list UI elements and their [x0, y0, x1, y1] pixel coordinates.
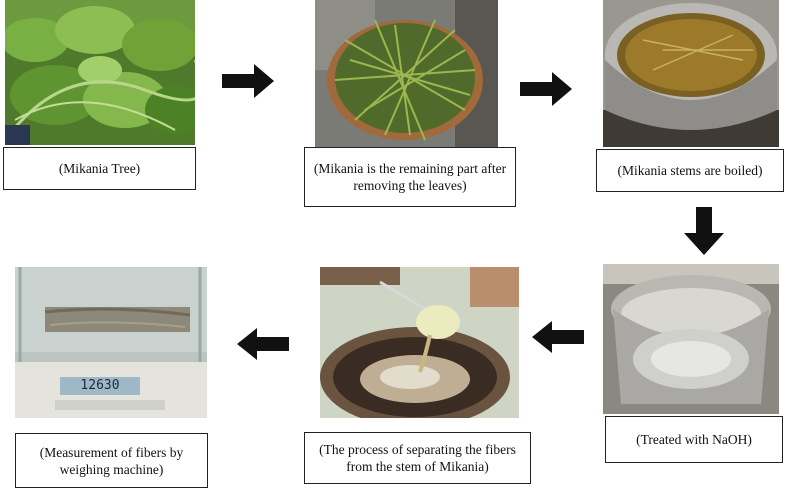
arrow-down: [684, 207, 724, 255]
caption-remaining-part: (Mikania is the remaining part after rem…: [304, 147, 516, 207]
mikania-stems-photo: [315, 0, 498, 147]
caption-boiled: (Mikania stems are boiled): [596, 149, 784, 192]
scale-display-text: 12630: [80, 378, 120, 393]
naoh-pot-photo: [603, 264, 779, 414]
caption-naoh: (Treated with NaOH): [605, 416, 783, 463]
caption-mikania-tree: (Mikania Tree): [3, 147, 196, 190]
mikania-tree-photo: [5, 0, 195, 145]
caption-separating: (The process of separating the fibers fr…: [304, 432, 531, 484]
arrow-right-2: [520, 72, 572, 106]
arrow-left-2: [237, 328, 289, 360]
separating-fibers-photo: [320, 267, 519, 418]
caption-measurement: (Measurement of fibers by weighing machi…: [15, 433, 208, 488]
arrow-left-1: [532, 321, 584, 353]
weighing-machine-photo: 12630: [15, 267, 207, 418]
boiling-pot-photo: [603, 0, 779, 147]
arrow-right-1: [222, 64, 274, 98]
